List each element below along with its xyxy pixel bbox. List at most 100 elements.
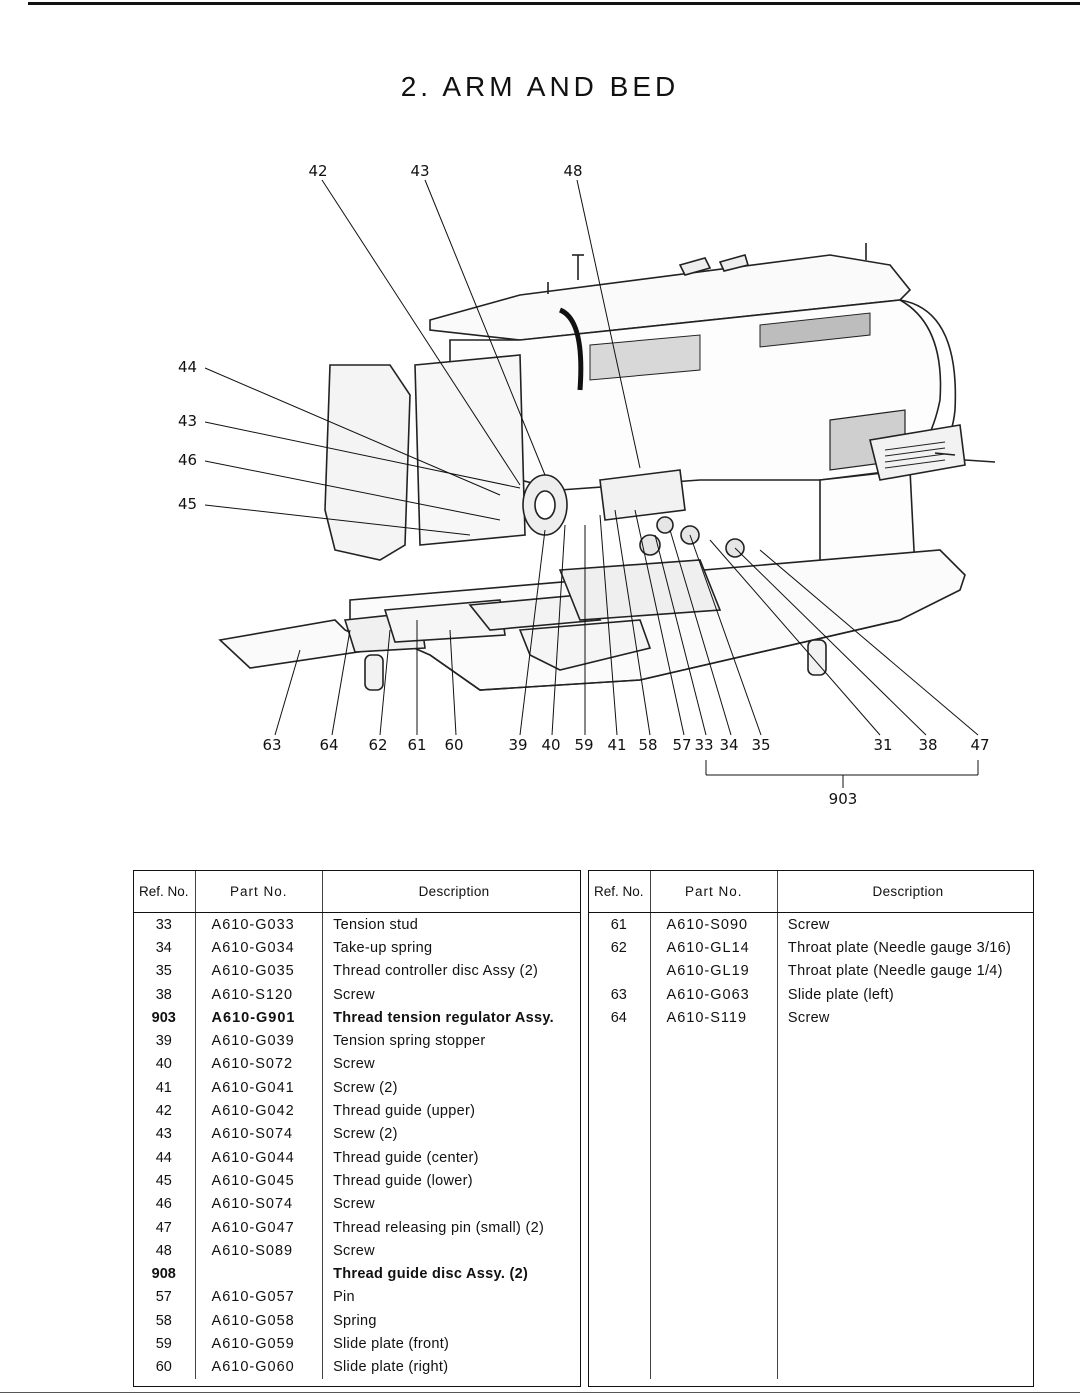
part-no-cell: A610-G044: [195, 1145, 324, 1170]
empty-cell: [588, 1145, 651, 1170]
description-cell: Spring: [333, 1312, 377, 1329]
part-no-cell: A610-G047: [195, 1215, 324, 1240]
description-cell: Screw: [787, 1009, 830, 1026]
part-no-cell: A610-G041: [195, 1076, 324, 1100]
empty-cell: [650, 1355, 778, 1379]
ref-no-cell: 34: [133, 936, 196, 960]
part-no-cell: A610-G059: [195, 1332, 324, 1356]
callout-43-left: 43: [178, 412, 197, 430]
empty-cell: [650, 1145, 778, 1170]
ref-no-cell: 41: [133, 1076, 196, 1100]
empty-cell: [650, 1122, 778, 1146]
page-title: 2. ARM AND BED: [400, 70, 680, 102]
ref-no-cell: 38: [133, 982, 196, 1007]
callout-61: 61: [407, 736, 426, 754]
empty-cell: [588, 1099, 651, 1123]
table-header-row: Ref. No. Part No. Description: [588, 870, 1034, 913]
part-no-cell: A610-S119: [650, 1006, 778, 1030]
table-row-empty: [588, 1192, 1034, 1216]
ref-no-cell: 59: [133, 1332, 196, 1356]
header-ref-no: Ref. No.: [588, 870, 651, 913]
leader-lines: [204, 179, 979, 788]
table-row-empty: [588, 1309, 1034, 1333]
table-left-frame: [133, 870, 581, 1387]
empty-cell: [588, 1332, 651, 1356]
empty-cell: [588, 1285, 651, 1310]
empty-cell: [650, 1239, 778, 1263]
ref-no-cell: 47: [133, 1215, 196, 1240]
callout-41: 41: [607, 736, 626, 754]
table-row-empty: [588, 1029, 1034, 1053]
table-row-empty: [588, 1052, 1034, 1077]
empty-cell: [588, 1076, 651, 1100]
empty-cell: [588, 1355, 651, 1379]
part-no-cell: [195, 1262, 324, 1286]
empty-cell: [650, 1192, 778, 1216]
empty-cell: [650, 1262, 778, 1286]
description-cell: Thread guide (lower): [333, 1172, 473, 1189]
table-row-empty: [588, 1215, 1034, 1240]
table-row-empty: [588, 1076, 1034, 1100]
ref-no-cell: 39: [133, 1029, 196, 1053]
table-row-empty: [588, 1169, 1034, 1193]
part-no-cell: A610-S074: [195, 1122, 324, 1146]
header-description: Description: [777, 870, 1034, 913]
empty-cell: [650, 1169, 778, 1193]
part-no-cell: A610-S090: [650, 912, 778, 937]
empty-cell: [588, 1029, 651, 1053]
header-ref-no: Ref. No.: [133, 870, 196, 913]
part-no-cell: A610-G045: [195, 1169, 324, 1193]
callout-60: 60: [444, 736, 463, 754]
ref-no-cell: 33: [133, 912, 196, 937]
empty-cell: [588, 1122, 651, 1146]
callout-43-top: 43: [410, 162, 429, 180]
empty-cell: [650, 1332, 778, 1356]
callout-42: 42: [308, 162, 327, 180]
empty-cell: [588, 1309, 651, 1333]
table-row-empty: [588, 1285, 1034, 1310]
empty-cell: [588, 1052, 651, 1077]
table-row-empty: [588, 1332, 1034, 1356]
ref-no-cell: [588, 959, 651, 983]
part-no-cell: A610-GL14: [650, 936, 778, 960]
empty-cell: [650, 1099, 778, 1123]
callout-labels: 42 43 48 44 43 46 45 63 64 62 61 60 39 4…: [178, 162, 990, 808]
header-description: Description: [322, 870, 581, 913]
ref-no-cell: 61: [588, 912, 651, 937]
callout-35: 35: [751, 736, 770, 754]
callout-44: 44: [178, 358, 197, 376]
exploded-parts-diagram: 42 43 48 44 43 46 45 63 64 62 61 60 39 4…: [178, 162, 996, 808]
ref-no-cell: 908: [133, 1262, 196, 1286]
callout-57: 57: [672, 736, 691, 754]
callout-31: 31: [873, 736, 892, 754]
description-cell: Slide plate (front): [333, 1335, 450, 1352]
part-no-cell: A610-S089: [195, 1239, 324, 1263]
part-no-cell: A610-G057: [195, 1285, 324, 1310]
callout-47: 47: [970, 736, 989, 754]
callout-33: 33: [694, 736, 713, 754]
top-rule: [28, 2, 1080, 5]
callout-34: 34: [719, 736, 738, 754]
description-cell: Screw (2): [333, 1079, 398, 1096]
ref-no-cell: 63: [588, 982, 651, 1007]
callout-59: 59: [574, 736, 593, 754]
ref-no-cell: 57: [133, 1285, 196, 1310]
empty-cell: [588, 1262, 651, 1286]
description-cell: Throat plate (Needle gauge 3/16): [787, 939, 1012, 956]
part-no-cell: A610-S074: [195, 1192, 324, 1216]
part-no-cell: A610-G060: [195, 1355, 324, 1379]
